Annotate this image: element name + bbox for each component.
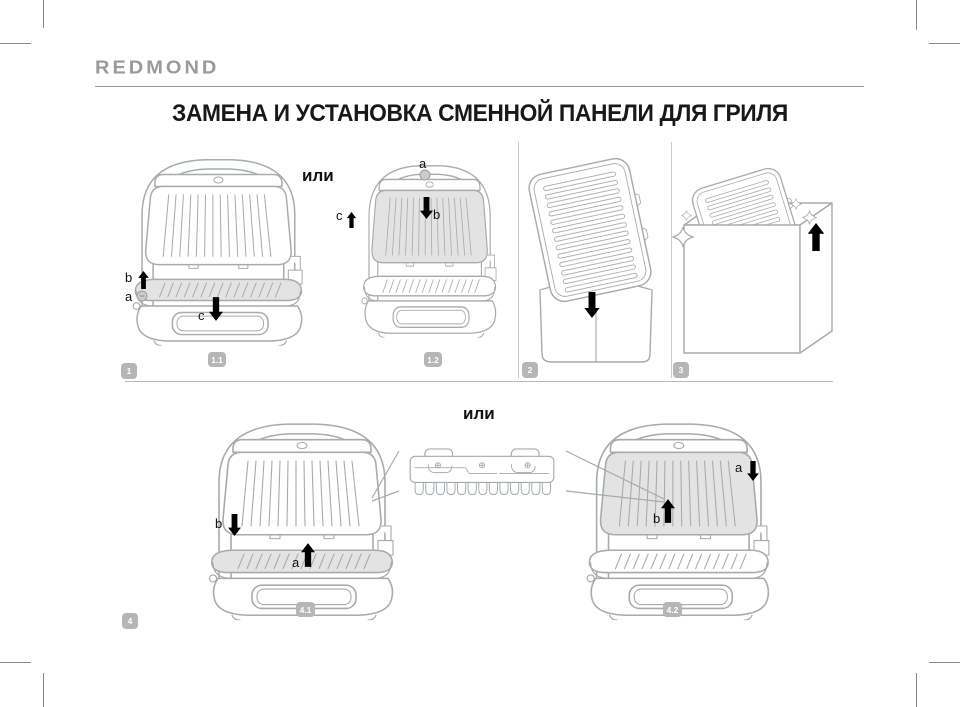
step-badge: 4 <box>122 613 138 629</box>
row-divider <box>125 381 833 382</box>
release-button <box>419 169 431 181</box>
label-b: b <box>653 511 661 526</box>
grill-open-upper-highlight <box>361 165 497 338</box>
crop-mark <box>43 673 44 707</box>
crop-mark <box>916 673 917 707</box>
callout-lines <box>371 450 665 503</box>
or-label: или <box>463 404 495 423</box>
grill-open-upper-highlight <box>586 423 770 621</box>
label-b: b <box>433 207 441 222</box>
step-badge: 4.2 <box>663 602 682 617</box>
crop-mark <box>0 662 31 663</box>
step-badge: 1 <box>121 363 137 379</box>
label-a: a <box>292 555 300 570</box>
label-c: c <box>198 308 205 323</box>
crop-mark <box>929 662 960 663</box>
brand-logo: REDMOND <box>95 58 220 79</box>
page-title: ЗАМЕНА И УСТАНОВКА СМЕННОЙ ПАНЕЛИ ДЛЯ ГР… <box>172 100 788 127</box>
or-label: или <box>302 166 334 185</box>
crop-mark <box>43 0 44 28</box>
section-divider <box>518 142 519 378</box>
bottom-row-figures <box>208 423 770 621</box>
up-arrow <box>346 212 357 228</box>
top-row-figures <box>132 154 833 363</box>
step-badge: 1.1 <box>208 352 226 367</box>
crop-mark <box>916 0 917 30</box>
step-badge: 2 <box>522 362 538 378</box>
label-b: b <box>215 516 223 531</box>
step-badge: 3 <box>673 362 689 378</box>
label-a: a <box>735 460 743 475</box>
step-badge: 1.2 <box>424 352 442 367</box>
removable-panel <box>525 154 659 305</box>
panel-mount-detail <box>409 448 555 496</box>
box-front <box>683 202 833 354</box>
label-a: a <box>125 289 133 304</box>
header-rule <box>95 86 864 87</box>
crop-mark <box>0 43 31 44</box>
sparkle-icon <box>681 210 692 221</box>
section-divider <box>671 142 672 378</box>
label-b: b <box>125 270 133 285</box>
step-badge: 4.1 <box>296 602 315 617</box>
label-c: c <box>336 208 343 223</box>
label-a: a <box>419 156 427 171</box>
crop-mark <box>929 43 960 44</box>
